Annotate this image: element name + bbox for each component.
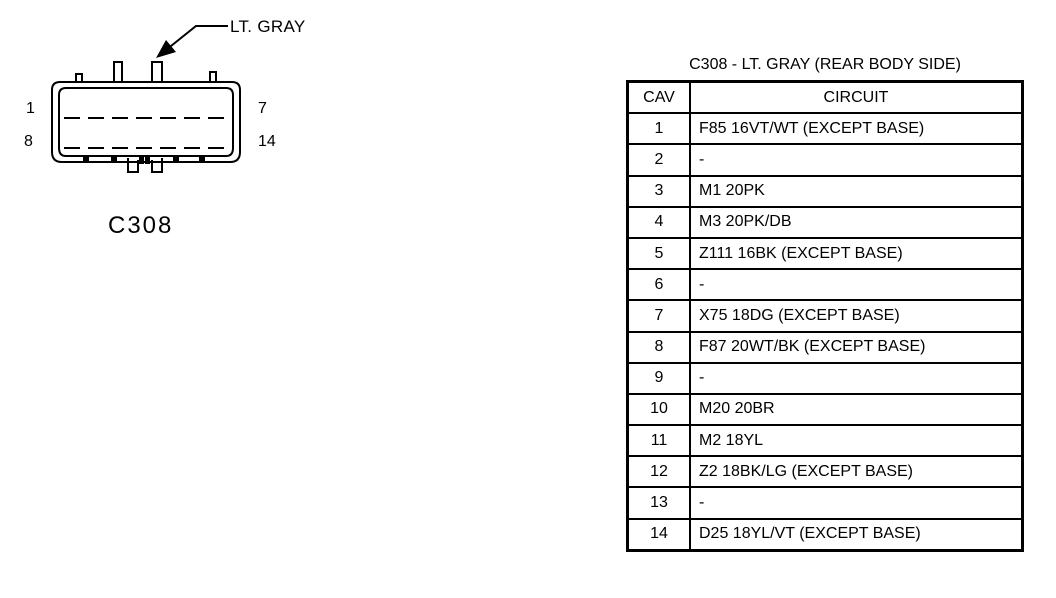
table-row: 13- [626,486,1024,520]
pin-label-top-left: 1 [26,100,35,117]
circuit-value: M2 18YL [689,424,1024,458]
table-title: C308 - LT. GRAY (REAR BODY SIDE) [689,56,961,73]
circuit-value: - [689,486,1024,520]
circuit-value: X75 18DG (EXCEPT BASE) [689,299,1024,333]
circuit-value: Z111 16BK (EXCEPT BASE) [689,236,1024,271]
circuit-value: M3 20PK/DB [689,205,1024,239]
cavity-number: 3 [626,174,691,208]
pin-label-top-right: 7 [258,100,267,117]
connector-color-label: LT. GRAY [230,17,306,36]
cavity-number: 1 [626,112,691,146]
leader-arrow [156,25,228,58]
table-row: 9- [626,361,1024,395]
pin-label-bottom-left: 8 [24,133,33,150]
connector-body [51,61,241,163]
circuit-value: - [689,361,1024,395]
cavity-number: 4 [626,205,691,239]
table-header-row: CAV CIRCUIT [626,80,1024,115]
cavity-number: 11 [626,424,691,458]
cavity-number: 9 [626,361,691,395]
connector-face-diagram [51,25,241,173]
table-row: 6- [626,268,1024,302]
table-row: 2- [626,143,1024,177]
connector-id-label: C308 [108,212,174,239]
cavity-number: 8 [626,330,691,364]
circuit-value: F87 20WT/BK (EXCEPT BASE) [689,330,1024,364]
cavity-number: 5 [626,236,691,271]
header-cav: CAV [626,80,691,115]
circuit-value: D25 18YL/VT (EXCEPT BASE) [689,517,1024,552]
cavity-number: 13 [626,486,691,520]
circuit-value: Z2 18BK/LG (EXCEPT BASE) [689,455,1024,489]
cavity-number: 7 [626,299,691,333]
circuit-value: M20 20BR [689,392,1024,427]
cavity-number: 12 [626,455,691,489]
pin-label-bottom-right: 14 [258,133,276,150]
latch-detail [83,155,205,173]
circuit-value: F85 16VT/WT (EXCEPT BASE) [689,112,1024,146]
header-circuit: CIRCUIT [689,80,1024,115]
cavity-number: 2 [626,143,691,177]
cavity-number: 6 [626,268,691,302]
cavity-number: 14 [626,517,691,552]
cavity-rows [64,117,230,149]
circuit-value: M1 20PK [689,174,1024,208]
circuit-value: - [689,143,1024,177]
circuit-value: - [689,268,1024,302]
cavity-number: 10 [626,392,691,427]
